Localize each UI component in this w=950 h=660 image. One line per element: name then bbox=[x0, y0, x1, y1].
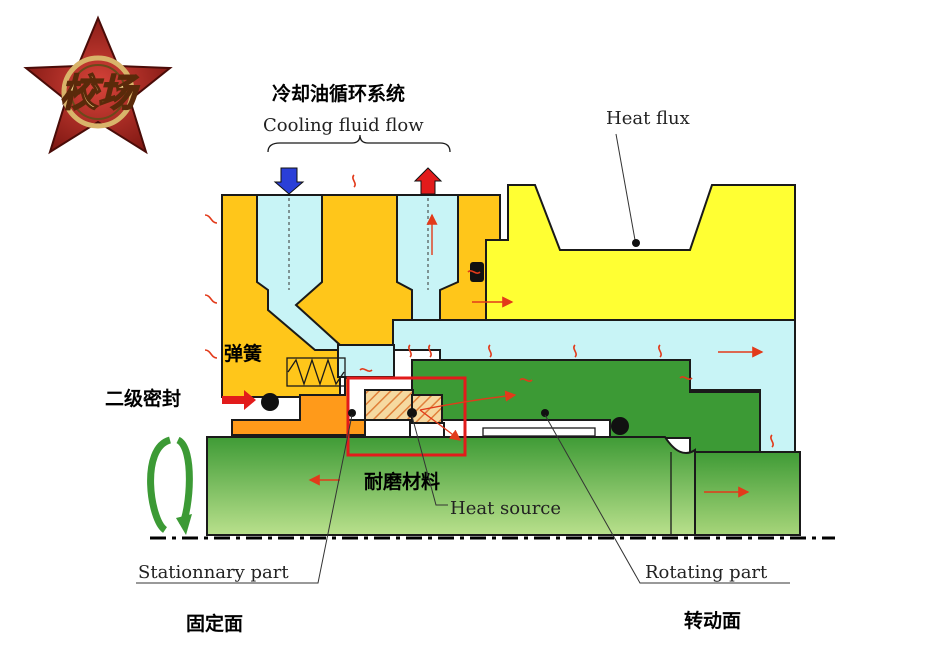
heat-flux-marker bbox=[632, 239, 640, 247]
cooling-fluid-label: Cooling fluid flow bbox=[263, 115, 424, 136]
spring-seat bbox=[337, 344, 395, 378]
wear-material-label: 耐磨材料 bbox=[364, 470, 440, 493]
outlet-arrow-icon bbox=[413, 167, 443, 195]
spring-label: 弹簧 bbox=[224, 342, 262, 365]
heat-flow-arrows bbox=[308, 213, 764, 498]
rotating-face-label: 转动面 bbox=[684, 609, 741, 632]
stationary-leader bbox=[136, 414, 353, 584]
rotor-housing bbox=[485, 184, 796, 323]
stationary-face bbox=[364, 389, 414, 423]
rotating-marker bbox=[541, 409, 549, 417]
secondary-seal-ring bbox=[261, 393, 279, 411]
stationary-part-label: Stationnary part bbox=[138, 562, 289, 583]
heat-source-leader bbox=[411, 415, 448, 506]
logo-text: 校场 bbox=[60, 71, 140, 115]
inlet-arrow-icon bbox=[273, 167, 305, 195]
stationary-marker bbox=[348, 409, 356, 417]
heat-flux-marks bbox=[204, 174, 774, 448]
heat-source-label: Heat source bbox=[450, 498, 561, 519]
logo: 校场 bbox=[23, 15, 173, 155]
rotating-shaft bbox=[694, 451, 801, 536]
rotating-part-label: Rotating part bbox=[645, 562, 768, 583]
wear-zone-highlight bbox=[346, 376, 467, 457]
cooling-system-title: 冷却油循环系统 bbox=[272, 82, 405, 105]
heat-flux-label: Heat flux bbox=[606, 108, 690, 129]
stationary-face-label: 固定面 bbox=[186, 612, 243, 635]
heat-flux-leader bbox=[615, 133, 636, 241]
cooling-brace bbox=[267, 134, 451, 153]
secondary-seal-label: 二级密封 bbox=[105, 387, 181, 410]
spring-icon bbox=[287, 357, 345, 387]
rotating-leader bbox=[544, 414, 790, 584]
star-icon bbox=[23, 15, 173, 155]
o-ring-upper bbox=[470, 262, 484, 282]
o-ring-lower bbox=[611, 417, 629, 435]
heat-source-marker bbox=[407, 408, 417, 418]
stationary-shaft bbox=[206, 436, 696, 536]
secondary-seal-arrow-icon bbox=[222, 390, 256, 410]
